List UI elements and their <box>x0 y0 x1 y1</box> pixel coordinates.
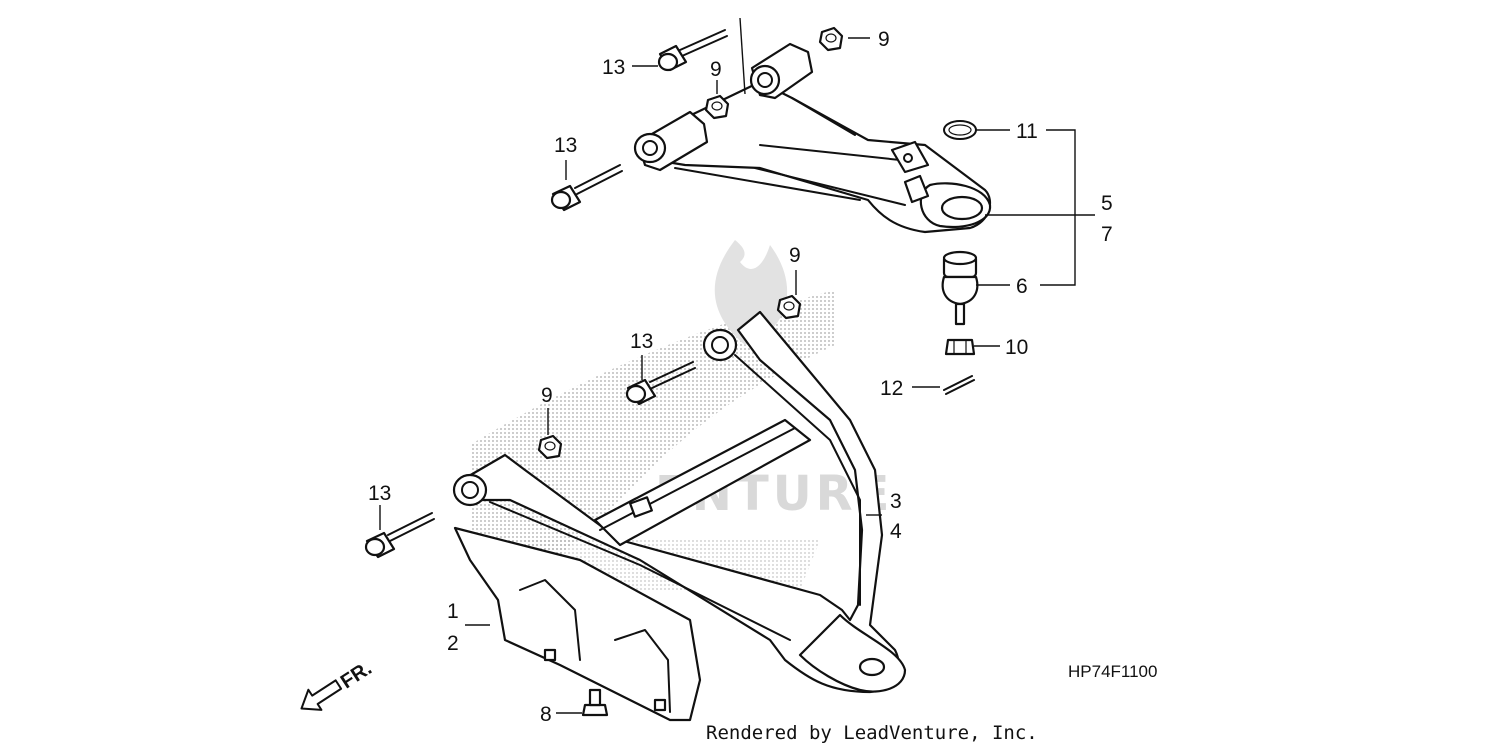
callout-7: 7 <box>1101 223 1113 246</box>
upper-arm <box>633 42 992 234</box>
callout-2: 2 <box>447 632 459 655</box>
callout-3: 3 <box>890 490 902 513</box>
callout-4: 4 <box>890 520 902 543</box>
snap-ring-11 <box>943 120 977 140</box>
bolt-13-b <box>550 164 623 212</box>
callout-5: 5 <box>1101 192 1113 215</box>
leader-lines <box>379 17 1095 714</box>
callouts: 13 9 9 13 11 5 7 6 10 12 9 13 9 13 3 4 1… <box>368 28 1113 726</box>
diagram-code: HP74F1100 <box>1068 662 1157 681</box>
nut-9-b <box>818 26 844 52</box>
bolt-13-a <box>657 29 728 72</box>
callout-9-lower: 9 <box>541 384 553 407</box>
flange-bolt-8 <box>581 688 609 717</box>
callout-9-middle: 9 <box>789 244 801 267</box>
castle-nut-10 <box>944 338 976 356</box>
watermark-flame-icon <box>714 240 788 345</box>
direction-label: FR. <box>337 657 376 693</box>
callout-9-upper-right: 9 <box>878 28 890 51</box>
callout-9-upper-left: 9 <box>710 58 722 81</box>
credit-text: Rendered by LeadVenture, Inc. <box>706 722 1038 744</box>
ball-joint-6 <box>941 250 979 326</box>
callout-1: 1 <box>447 600 459 623</box>
callout-13-lower: 13 <box>368 482 391 505</box>
callout-12: 12 <box>880 377 903 400</box>
nut-9-a <box>704 94 730 120</box>
callout-13-upper: 13 <box>554 134 577 157</box>
callout-8: 8 <box>540 703 552 726</box>
callout-13-middle: 13 <box>630 330 653 353</box>
cotter-pin-12 <box>943 375 975 395</box>
guard-plate <box>453 526 702 722</box>
bolt-13-d <box>364 512 435 559</box>
nut-9-d <box>537 434 563 460</box>
front-direction-arrow: FR. <box>300 657 376 711</box>
arrow-left-icon <box>300 679 343 711</box>
callout-13-top: 13 <box>602 56 625 79</box>
callout-10: 10 <box>1005 336 1028 359</box>
callout-11: 11 <box>1016 120 1038 143</box>
bolt-13-c <box>625 361 696 406</box>
callout-6: 6 <box>1016 275 1028 298</box>
nut-9-c <box>776 294 802 320</box>
lower-arm <box>452 310 907 694</box>
